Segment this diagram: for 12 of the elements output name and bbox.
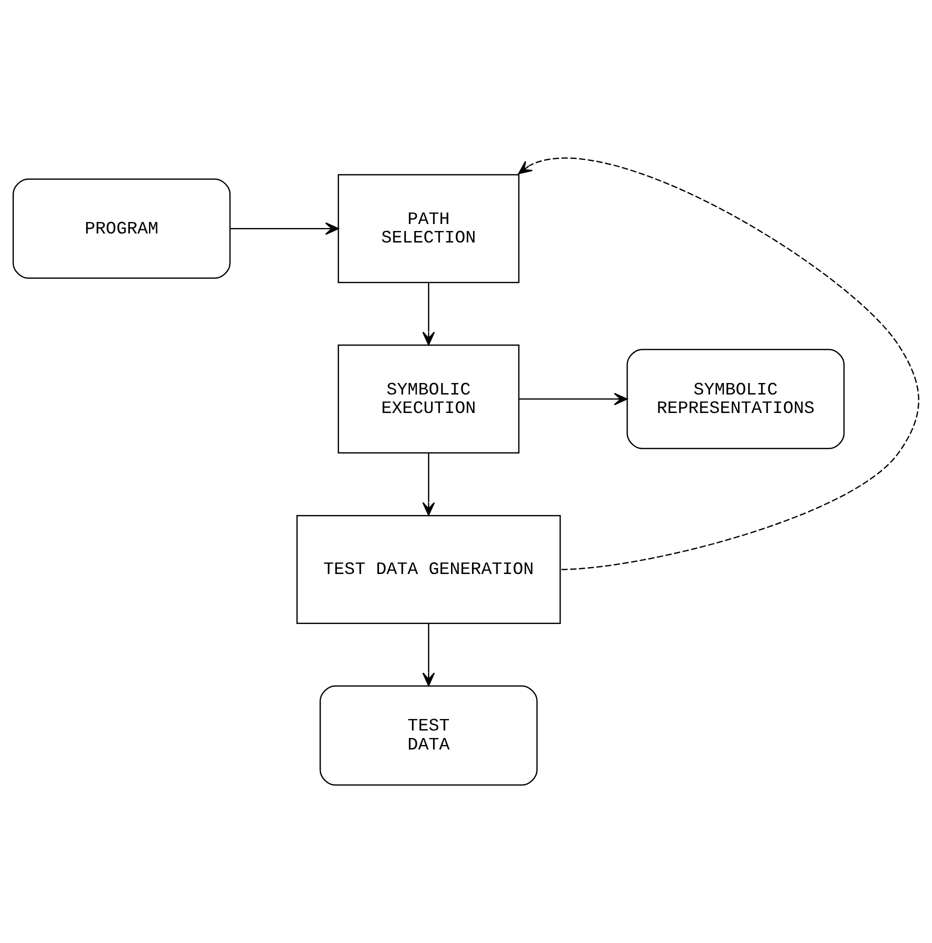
node-box: SYMBOLIC REPRESENTATIONS	[626, 348, 845, 450]
node-box: TEST DATA GENERATION	[296, 514, 561, 624]
arrow	[422, 282, 435, 346]
arrow	[422, 452, 435, 516]
arrow	[230, 222, 339, 235]
node-box: TEST DATA	[320, 685, 538, 786]
arrow	[422, 623, 435, 686]
node-box: PROGRAM	[12, 178, 231, 279]
arrow	[518, 158, 920, 570]
node-box: PATH SELECTION	[338, 174, 520, 284]
arrow	[519, 392, 628, 406]
node-box: SYMBOLIC EXECUTION	[338, 344, 520, 454]
